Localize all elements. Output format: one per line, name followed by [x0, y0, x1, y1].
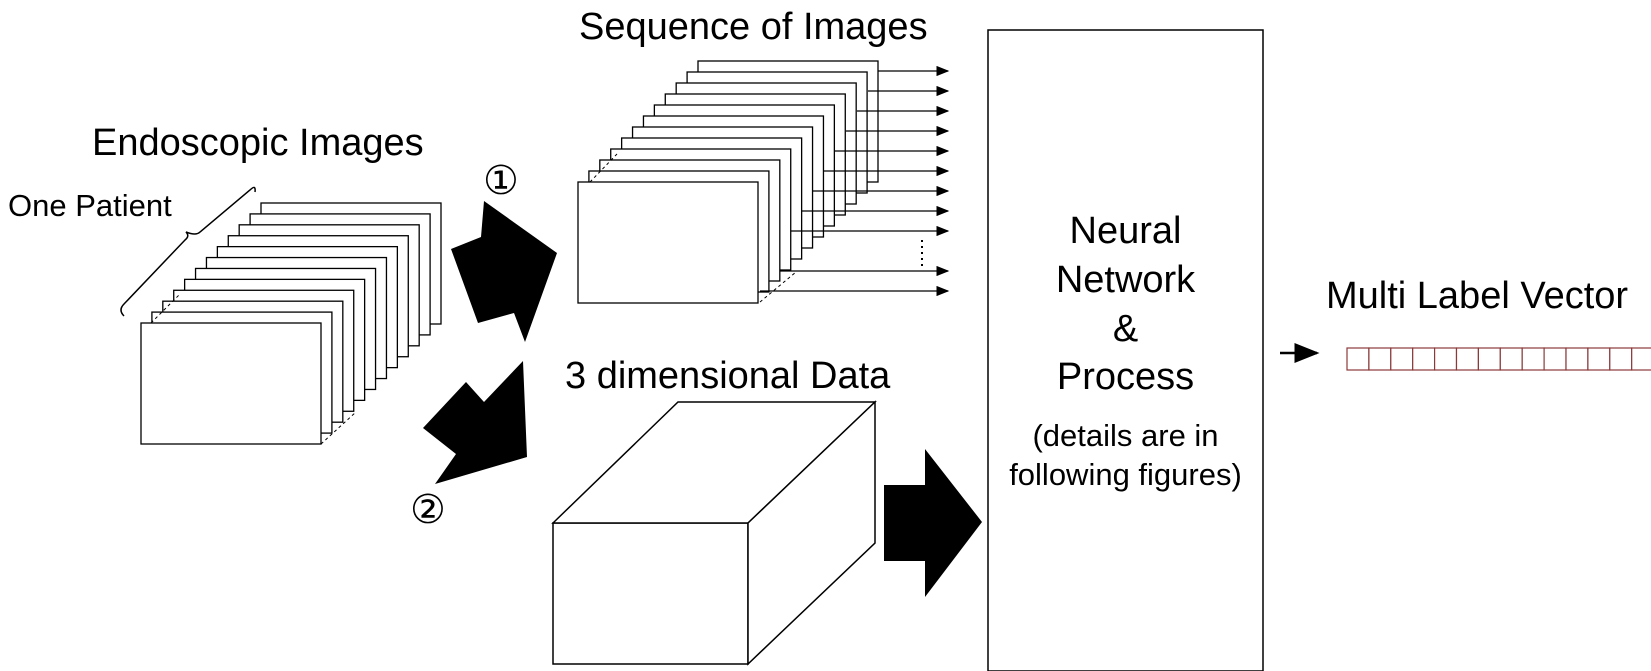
vector-cell	[1346, 347, 1370, 371]
vector-cell	[1477, 347, 1501, 371]
sequence-frame	[577, 181, 759, 304]
path-one-marker: ①	[483, 158, 519, 204]
vector-cell	[1433, 347, 1458, 371]
network-line-neural: Neural	[1069, 210, 1182, 252]
vector-cell	[1543, 347, 1567, 371]
network-details-line1: (details are in	[1032, 418, 1219, 453]
sequence-stack-dotted-edge	[589, 153, 618, 183]
sequence-image-stack	[577, 60, 879, 304]
neural-network-box	[987, 29, 1264, 671]
endoscopic-stack-dotted-edge	[150, 293, 181, 324]
network-line-process: Process	[1056, 356, 1195, 398]
multi-label-vector	[1346, 347, 1651, 371]
multi-label-vector-label: Multi Label Vector	[1326, 275, 1629, 317]
three-dimensional-data-cube	[551, 400, 877, 666]
endoscopic-image-stack	[140, 202, 442, 445]
path-two-marker: ②	[410, 487, 446, 533]
network-details-line2: following figures)	[1009, 457, 1242, 492]
vector-cell	[1455, 347, 1479, 371]
vector-cell	[1631, 347, 1651, 371]
path-two-arrow	[423, 361, 527, 484]
vector-cell	[1609, 347, 1633, 371]
path-one-arrow	[451, 201, 557, 342]
sequence-of-images-label: Sequence of Images	[579, 6, 928, 48]
one-patient-label: One Patient	[8, 188, 172, 223]
one-patient-brace	[120, 186, 256, 317]
sequence-stack-dotted-edge	[759, 271, 797, 303]
network-line-network: Network	[1055, 259, 1196, 301]
three-dimensional-data-label: 3 dimensional Data	[565, 355, 891, 397]
sequence-output-arrows	[760, 65, 950, 297]
endoscopic-images-label: Endoscopic Images	[92, 122, 424, 164]
vector-cell	[1390, 347, 1414, 371]
vector-cell	[1368, 347, 1392, 371]
vector-cell	[1499, 347, 1523, 371]
vector-cell	[1565, 347, 1589, 371]
vector-cell	[1521, 347, 1545, 371]
endoscopic-frame	[140, 322, 322, 445]
cube-to-network-arrow	[884, 449, 982, 597]
network-line-ampersand: &	[1112, 308, 1139, 350]
vector-cell	[1587, 347, 1611, 371]
vector-cell	[1412, 347, 1436, 371]
endoscopic-stack-dotted-edge	[320, 411, 357, 445]
